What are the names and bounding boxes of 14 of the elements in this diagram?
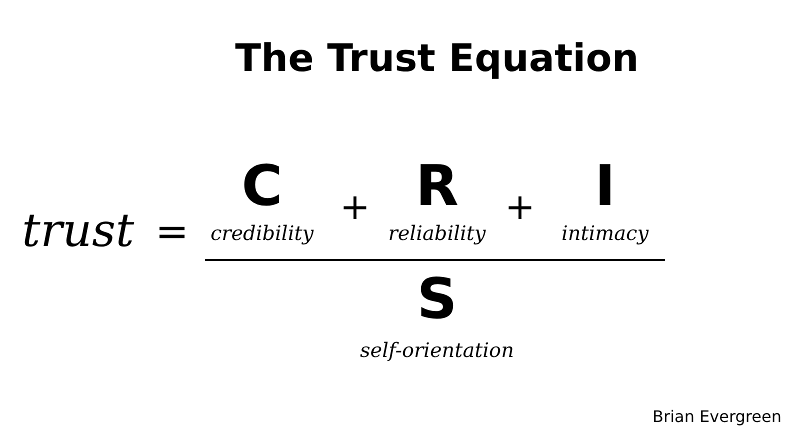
variable-word: self-orientation: [360, 340, 514, 360]
title: The Trust Equation: [235, 39, 639, 77]
variable-letter: I: [594, 159, 616, 215]
variable-word: intimacy: [561, 223, 649, 243]
variable-word: reliability: [388, 223, 486, 243]
equals-sign: =: [155, 212, 189, 252]
variable-word: credibility: [210, 223, 314, 243]
plus-sign: +: [504, 190, 536, 226]
variable-letter: C: [241, 159, 283, 215]
variable-letter: R: [415, 159, 459, 215]
variable-letter: S: [416, 272, 458, 328]
plus-sign: +: [340, 190, 370, 226]
variable-word: trust: [22, 207, 134, 253]
author-credit: Brian Evergreen: [652, 409, 782, 425]
